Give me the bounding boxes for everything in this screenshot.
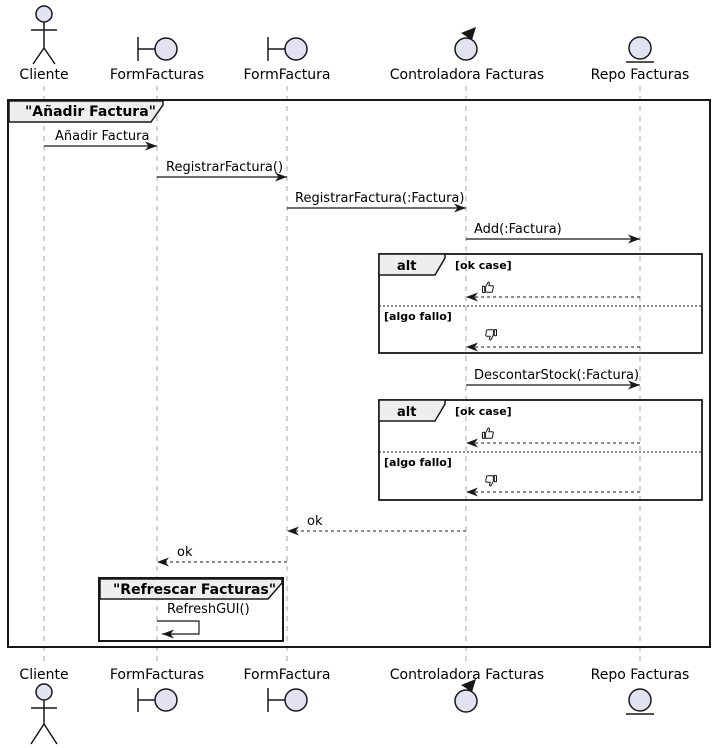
thumbs-up-icon bbox=[482, 281, 494, 293]
entity-icon-top bbox=[626, 36, 654, 63]
refresh-frame-label-pentagon bbox=[99, 578, 283, 600]
message-label-registrarfactura-factura: RegistrarFactura(:Factura) bbox=[295, 191, 464, 206]
participant-label-formfactura-top: FormFactura bbox=[243, 67, 330, 83]
entity-icon-bottom bbox=[626, 688, 654, 715]
boundary-icon-top-formfactura bbox=[267, 37, 308, 61]
refresh-group-frame: "Refrescar Facturas" RefreshGUI() bbox=[98, 577, 284, 642]
participant-label-repo-bottom: Repo Facturas bbox=[591, 667, 690, 683]
thumbs-down-icon bbox=[485, 475, 497, 487]
main-frame-title: "Añadir Factura" bbox=[25, 104, 156, 120]
alt2-guard-fail: [algo fallo] bbox=[384, 456, 452, 469]
message-label-add-factura: Add(:Factura) bbox=[474, 222, 562, 237]
participant-label-repo-top: Repo Facturas bbox=[591, 67, 690, 83]
boundary-icon-bottom-formfactura bbox=[267, 688, 308, 712]
participant-label-formfactura-bottom: FormFactura bbox=[243, 667, 330, 683]
message-label-ok-2: ok bbox=[177, 545, 193, 560]
thumbs-down-icon bbox=[485, 329, 497, 341]
self-message-arrow-refreshgui bbox=[157, 620, 200, 639]
alt1-operator: alt bbox=[397, 259, 416, 274]
alt1-guard-fail: [algo fallo] bbox=[384, 310, 452, 323]
alt2-guard-ok: [ok case] bbox=[455, 405, 512, 418]
message-label-registrarfactura: RegistrarFactura() bbox=[166, 160, 283, 175]
control-icon-top bbox=[454, 27, 478, 61]
participant-label-controladora-bottom: Controladora Facturas bbox=[390, 667, 544, 683]
participant-label-formfacturas-bottom: FormFacturas bbox=[110, 667, 204, 683]
alt2-label-pentagon bbox=[378, 399, 446, 422]
participant-label-cliente-bottom: Cliente bbox=[19, 667, 68, 683]
alt-frame-2: alt [ok case] [algo fallo] bbox=[378, 399, 703, 501]
main-frame-border bbox=[7, 99, 711, 648]
message-label-ok-1: ok bbox=[307, 514, 323, 529]
alt1-guard-ok: [ok case] bbox=[455, 259, 512, 272]
boundary-icon-top-formfacturas bbox=[137, 37, 178, 61]
boundary-icon-bottom-formfacturas bbox=[137, 688, 178, 712]
refresh-frame-title: "Refrescar Facturas" bbox=[113, 582, 276, 598]
main-frame-label-pentagon bbox=[8, 100, 164, 123]
message-label-refreshgui: RefreshGUI() bbox=[167, 602, 250, 617]
actor-icon-top bbox=[31, 5, 57, 65]
alt-frame-1: alt [ok case] [algo fallo] bbox=[378, 253, 703, 354]
participant-label-controladora-top: Controladora Facturas bbox=[390, 67, 544, 83]
alt1-label-pentagon bbox=[378, 253, 446, 276]
control-icon-bottom bbox=[454, 679, 478, 713]
message-label-anadir-factura: Añadir Factura bbox=[55, 129, 150, 144]
alt2-operator: alt bbox=[397, 405, 416, 420]
message-label-descontarstock: DescontarStock(:Factura) bbox=[474, 368, 639, 383]
actor-icon-bottom bbox=[30, 683, 58, 745]
participant-label-cliente-top: Cliente bbox=[19, 67, 68, 83]
participant-label-formfacturas-top: FormFacturas bbox=[110, 67, 204, 83]
thumbs-up-icon bbox=[482, 427, 494, 439]
